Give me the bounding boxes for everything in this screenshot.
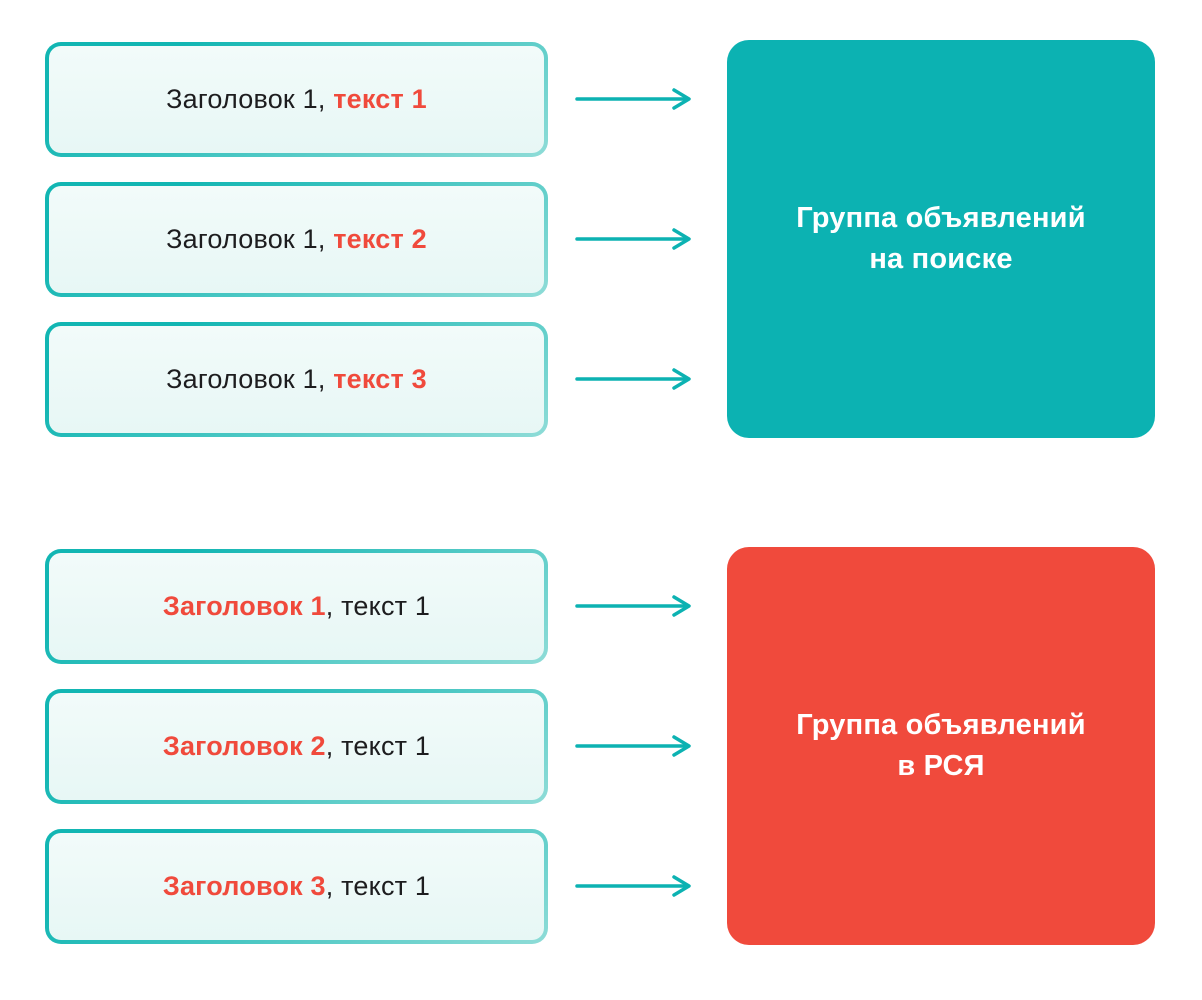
ad-card-search-3: Заголовок 1, текст 3 xyxy=(45,322,548,437)
rsya-group-label: Группа объявлений в РСЯ xyxy=(796,705,1086,786)
search-group-label-line2: на поиске xyxy=(869,243,1013,275)
right-arrow-icon xyxy=(575,88,691,110)
right-arrow-icon xyxy=(575,875,691,897)
ad-card-rsya-3: Заголовок 3, текст 1 xyxy=(45,829,548,944)
right-arrow-icon xyxy=(575,735,691,757)
card-text-normal: Заголовок 1, xyxy=(166,84,334,114)
search-group-label-line1: Группа объявлений xyxy=(796,202,1086,235)
card-text-normal: Заголовок 1, xyxy=(166,224,334,254)
ad-card-label: Заголовок 2, текст 1 xyxy=(163,731,430,762)
ad-card-label: Заголовок 1, текст 2 xyxy=(166,224,427,255)
card-text-normal: , текст 1 xyxy=(325,871,431,901)
ad-card-search-1: Заголовок 1, текст 1 xyxy=(45,42,548,157)
ad-card-rsya-1: Заголовок 1, текст 1 xyxy=(45,549,548,664)
rsya-group-label-line2: в РСЯ xyxy=(897,750,985,782)
right-arrow-icon xyxy=(575,228,691,250)
card-text-normal: Заголовок 1, xyxy=(166,364,334,394)
right-arrow-icon xyxy=(575,595,691,617)
card-text-highlight: Заголовок 3 xyxy=(162,871,326,901)
ad-card-label: Заголовок 1, текст 3 xyxy=(166,364,427,395)
card-text-highlight: текст 3 xyxy=(333,364,427,394)
card-text-highlight: Заголовок 2 xyxy=(162,731,326,761)
card-text-normal: , текст 1 xyxy=(325,731,431,761)
search-group-box: Группа объявлений на поиске xyxy=(727,40,1155,438)
ad-card-search-2: Заголовок 1, текст 2 xyxy=(45,182,548,297)
search-group-label: Группа объявлений на поиске xyxy=(796,198,1086,279)
rsya-group-box: Группа объявлений в РСЯ xyxy=(727,547,1155,945)
card-text-normal: , текст 1 xyxy=(325,591,431,621)
card-text-highlight: Заголовок 1 xyxy=(162,591,326,621)
rsya-group-label-line1: Группа объявлений xyxy=(796,709,1086,742)
ad-card-rsya-2: Заголовок 2, текст 1 xyxy=(45,689,548,804)
ad-card-label: Заголовок 1, текст 1 xyxy=(163,591,430,622)
card-text-highlight: текст 1 xyxy=(333,84,427,114)
ad-card-label: Заголовок 3, текст 1 xyxy=(163,871,430,902)
right-arrow-icon xyxy=(575,368,691,390)
ad-card-label: Заголовок 1, текст 1 xyxy=(166,84,427,115)
card-text-highlight: текст 2 xyxy=(333,224,427,254)
